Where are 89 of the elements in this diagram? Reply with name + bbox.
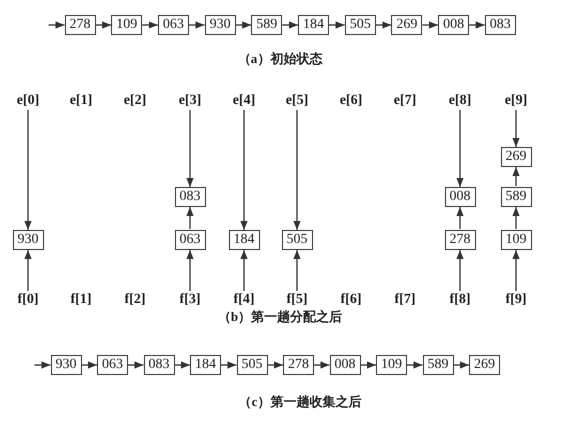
number-box: 930 [50, 355, 82, 375]
number-box: 505 [282, 230, 312, 250]
arrow [174, 361, 190, 369]
number-box: 063 [97, 355, 128, 375]
arrow [376, 21, 392, 29]
number-box: 063 [158, 15, 189, 35]
number-box: 184 [228, 230, 260, 250]
arrow [240, 110, 248, 230]
caption: （a）初始状态 [236, 52, 324, 68]
number-box: 269 [500, 147, 532, 167]
number-box: 505 [344, 15, 376, 35]
number-box: 008 [444, 187, 476, 207]
arrow [512, 250, 520, 291]
arrow [456, 110, 464, 187]
arrow [293, 110, 301, 230]
number-box: 930 [204, 15, 236, 35]
pointer-label: f[0] [14, 292, 42, 308]
number-box: 589 [251, 15, 282, 35]
pointer-label: f[4] [230, 292, 258, 308]
number-box: 589 [422, 355, 454, 375]
pointer-label: e[6] [338, 93, 364, 109]
number-box: 278 [283, 355, 314, 375]
number-box: 008 [438, 15, 470, 35]
arrow [128, 361, 144, 369]
pointer-label: f[7] [394, 292, 416, 308]
arrow [360, 361, 376, 369]
arrow [96, 21, 112, 29]
pointer-label: f[9] [502, 292, 530, 308]
number-box: 505 [236, 355, 268, 375]
number-box: 083 [144, 355, 174, 375]
arrow [512, 110, 520, 147]
number-box: 930 [12, 230, 44, 250]
arrow [188, 21, 205, 29]
arrow [512, 207, 520, 229]
number-box: 269 [469, 355, 500, 375]
pointer-label: e[5] [283, 93, 311, 109]
arrow [456, 207, 464, 229]
number-box: 184 [190, 355, 221, 375]
number-box: 008 [330, 355, 360, 375]
number-box: 063 [174, 230, 206, 250]
arrow [512, 167, 520, 186]
arrow [82, 361, 97, 369]
pointer-label: e[9] [502, 93, 530, 109]
arrow [24, 250, 32, 291]
arrow [186, 110, 194, 187]
arrow [293, 250, 301, 291]
pointer-label: f[3] [176, 292, 204, 308]
number-box: 109 [111, 15, 142, 35]
arrow [221, 361, 236, 369]
caption: （b）第一趟分配之后 [216, 310, 344, 326]
pointer-label: f[5] [283, 292, 311, 308]
arrow [142, 21, 158, 29]
pointer-label: f[8] [446, 292, 474, 308]
number-box: 109 [500, 230, 532, 250]
number-box: 109 [376, 355, 407, 375]
arrow [48, 21, 64, 29]
pointer-label: e[3] [176, 93, 204, 109]
pointer-label: e[8] [446, 93, 474, 109]
arrow [268, 361, 283, 369]
arrow [34, 361, 50, 369]
number-box: 083 [484, 15, 516, 35]
arrow [454, 361, 469, 369]
arrow [24, 110, 32, 230]
caption: （c）第一趟收集之后 [238, 395, 362, 411]
pointer-label: e[4] [230, 93, 258, 109]
arrow [314, 361, 330, 369]
number-box: 278 [64, 15, 96, 35]
arrow [240, 250, 248, 291]
pointer-label: e[2] [122, 93, 148, 109]
number-box: 589 [500, 187, 532, 207]
pointer-label: f[6] [340, 292, 362, 308]
arrow [407, 361, 422, 369]
arrow [422, 21, 438, 29]
pointer-label: f[2] [124, 292, 146, 308]
arrow [329, 21, 345, 29]
arrow [236, 21, 252, 29]
arrow [469, 21, 485, 29]
pointer-label: e[7] [392, 93, 418, 109]
pointer-label: e[0] [14, 93, 42, 109]
arrow [186, 250, 194, 291]
arrow [456, 250, 464, 291]
arrow [186, 207, 194, 229]
number-box: 083 [174, 187, 206, 207]
pointer-label: e[1] [68, 93, 94, 109]
number-box: 269 [391, 15, 422, 35]
number-box: 184 [298, 15, 329, 35]
pointer-label: f[1] [70, 292, 92, 308]
number-box: 278 [444, 230, 476, 250]
arrow [282, 21, 298, 29]
